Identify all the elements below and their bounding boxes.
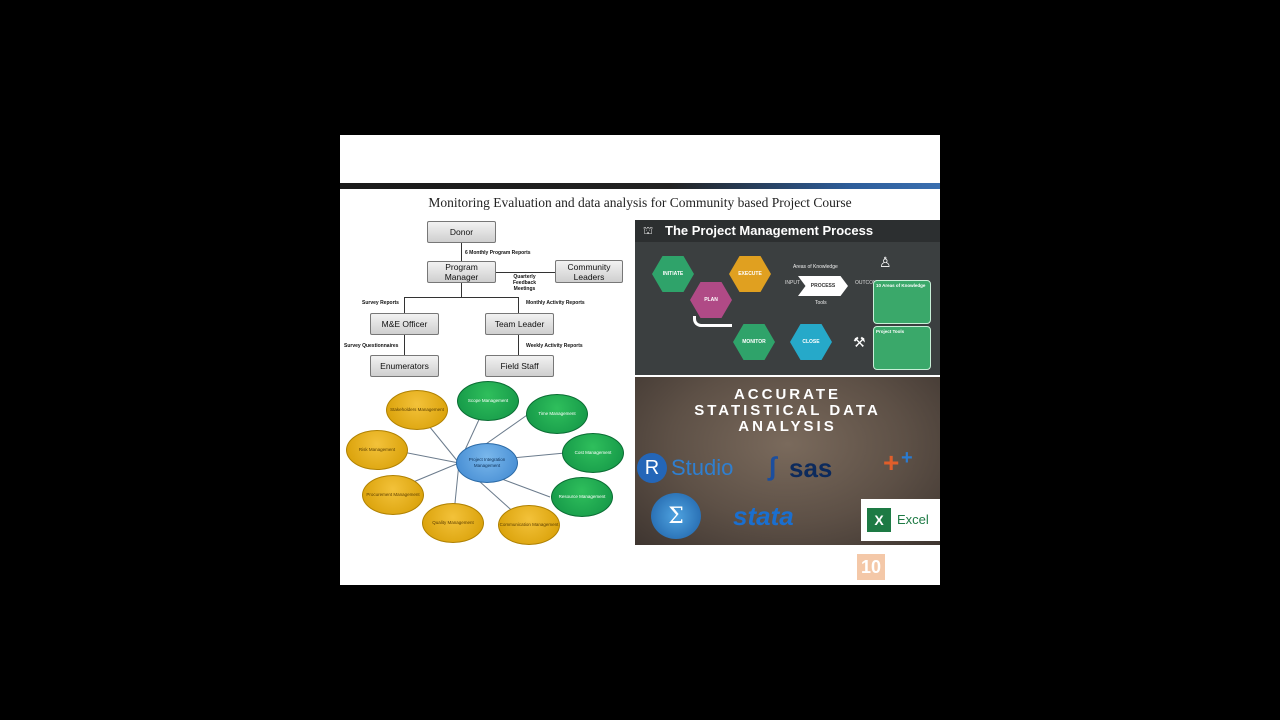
- project-tools-label: Project Tools: [876, 329, 905, 334]
- cost-management: Cost Management: [562, 433, 624, 473]
- flow-arrow: [693, 316, 732, 327]
- analysis-heading: ANALYSIS: [738, 418, 837, 435]
- accurate-heading: ACCURATE: [733, 386, 842, 403]
- step-close: CLOSE: [790, 324, 832, 360]
- flow-weekly-activity: Weekly Activity Reports: [526, 343, 583, 349]
- resource-management: Resource Management: [551, 477, 613, 517]
- connector: [404, 335, 405, 355]
- connector: [518, 297, 519, 313]
- tableau-icon: +: [883, 447, 900, 478]
- pm-process-header: [635, 220, 940, 242]
- project-tools-panel: Project Tools: [873, 326, 931, 370]
- statistical-analysis-panel: ACCURATE STATISTICAL DATA ANALYSIS R Stu…: [635, 377, 940, 545]
- community-leaders-box: Community Leaders: [555, 260, 623, 283]
- process-arrow: PROCESS: [798, 276, 848, 296]
- stata-logo: Stata: [733, 501, 794, 531]
- step-initiate: INITIATE: [652, 256, 694, 292]
- connector: [461, 243, 462, 262]
- enumerators-box: Enumerators: [370, 355, 439, 377]
- flow-quarterly: Quarterly Feedback Meetings: [512, 274, 537, 292]
- step-monitor: MONITOR: [733, 324, 775, 360]
- flow-monthly-activity: Monthly Activity Reports: [526, 300, 585, 306]
- sigma-icon: Σ: [651, 493, 701, 539]
- flow-survey-questionnaires: Survey Questionnaires: [344, 343, 399, 349]
- donor-box: Donor: [427, 221, 496, 243]
- outcome-label: OUTCOME: [855, 280, 881, 286]
- ten-areas-label: 10 Areas of Knowledge: [876, 283, 926, 288]
- rstudio-logo: Studio: [671, 455, 734, 480]
- pm-process-panel: ⛫ The Project Management Process INITIAT…: [635, 220, 940, 375]
- building-icon: ⛫: [643, 225, 654, 237]
- me-officer-box: M&E Officer: [370, 313, 439, 335]
- team-leader-box: Team Leader: [485, 313, 554, 335]
- input-label: INPUT: [785, 280, 800, 286]
- step-plan: PLAN: [690, 282, 732, 318]
- field-staff-box: Field Staff: [485, 355, 554, 377]
- connector: [461, 283, 462, 297]
- connector: [496, 272, 555, 273]
- areas-of-knowledge-panel: 10 Areas of Knowledge: [873, 280, 931, 324]
- slide: Monitoring Evaluation and data analysis …: [340, 135, 940, 585]
- tools-icon: ⚒: [853, 334, 866, 350]
- excel-logo: Excel: [897, 512, 929, 527]
- page-number: 10: [857, 554, 885, 580]
- step-execute: EXECUTE: [729, 256, 771, 292]
- sas-icon: ∫: [769, 451, 777, 481]
- rstudio-icon: R: [637, 453, 667, 483]
- procurement-management: Procurement Management: [362, 475, 424, 515]
- time-management: Time Management: [526, 394, 588, 434]
- risk-management: Risk Management: [346, 430, 408, 470]
- connector: [404, 297, 518, 298]
- excel-tile: X Excel: [861, 499, 940, 541]
- tools-label: Tools: [815, 300, 827, 306]
- stakeholders-management: Stakeholders Management: [386, 390, 448, 430]
- sas-logo: sas: [789, 453, 833, 483]
- connector: [404, 297, 405, 313]
- statistical-data-heading: STATISTICAL DATA: [694, 402, 881, 419]
- areas-of-knowledge-label: Areas of Knowledge: [793, 264, 838, 270]
- presenter-icon: ♙: [879, 254, 892, 270]
- pm-process-title: The Project Management Process: [665, 223, 874, 238]
- project-integration-management: Project Integration Management: [456, 443, 518, 483]
- tableau-icon-2: +: [901, 447, 913, 469]
- program-manager-box: Program Manager: [427, 261, 496, 283]
- flow-six-monthly: 6 Monthly Program Reports: [465, 250, 531, 256]
- header-bar: [340, 183, 940, 189]
- flow-survey-reports: Survey Reports: [362, 300, 399, 306]
- communication-management: Communication Management: [498, 505, 560, 545]
- quality-management: Quality Management: [422, 503, 484, 543]
- excel-icon: X: [867, 508, 891, 532]
- slide-title: Monitoring Evaluation and data analysis …: [428, 195, 852, 210]
- connector: [518, 335, 519, 355]
- scope-management: Scope Management: [457, 381, 519, 421]
